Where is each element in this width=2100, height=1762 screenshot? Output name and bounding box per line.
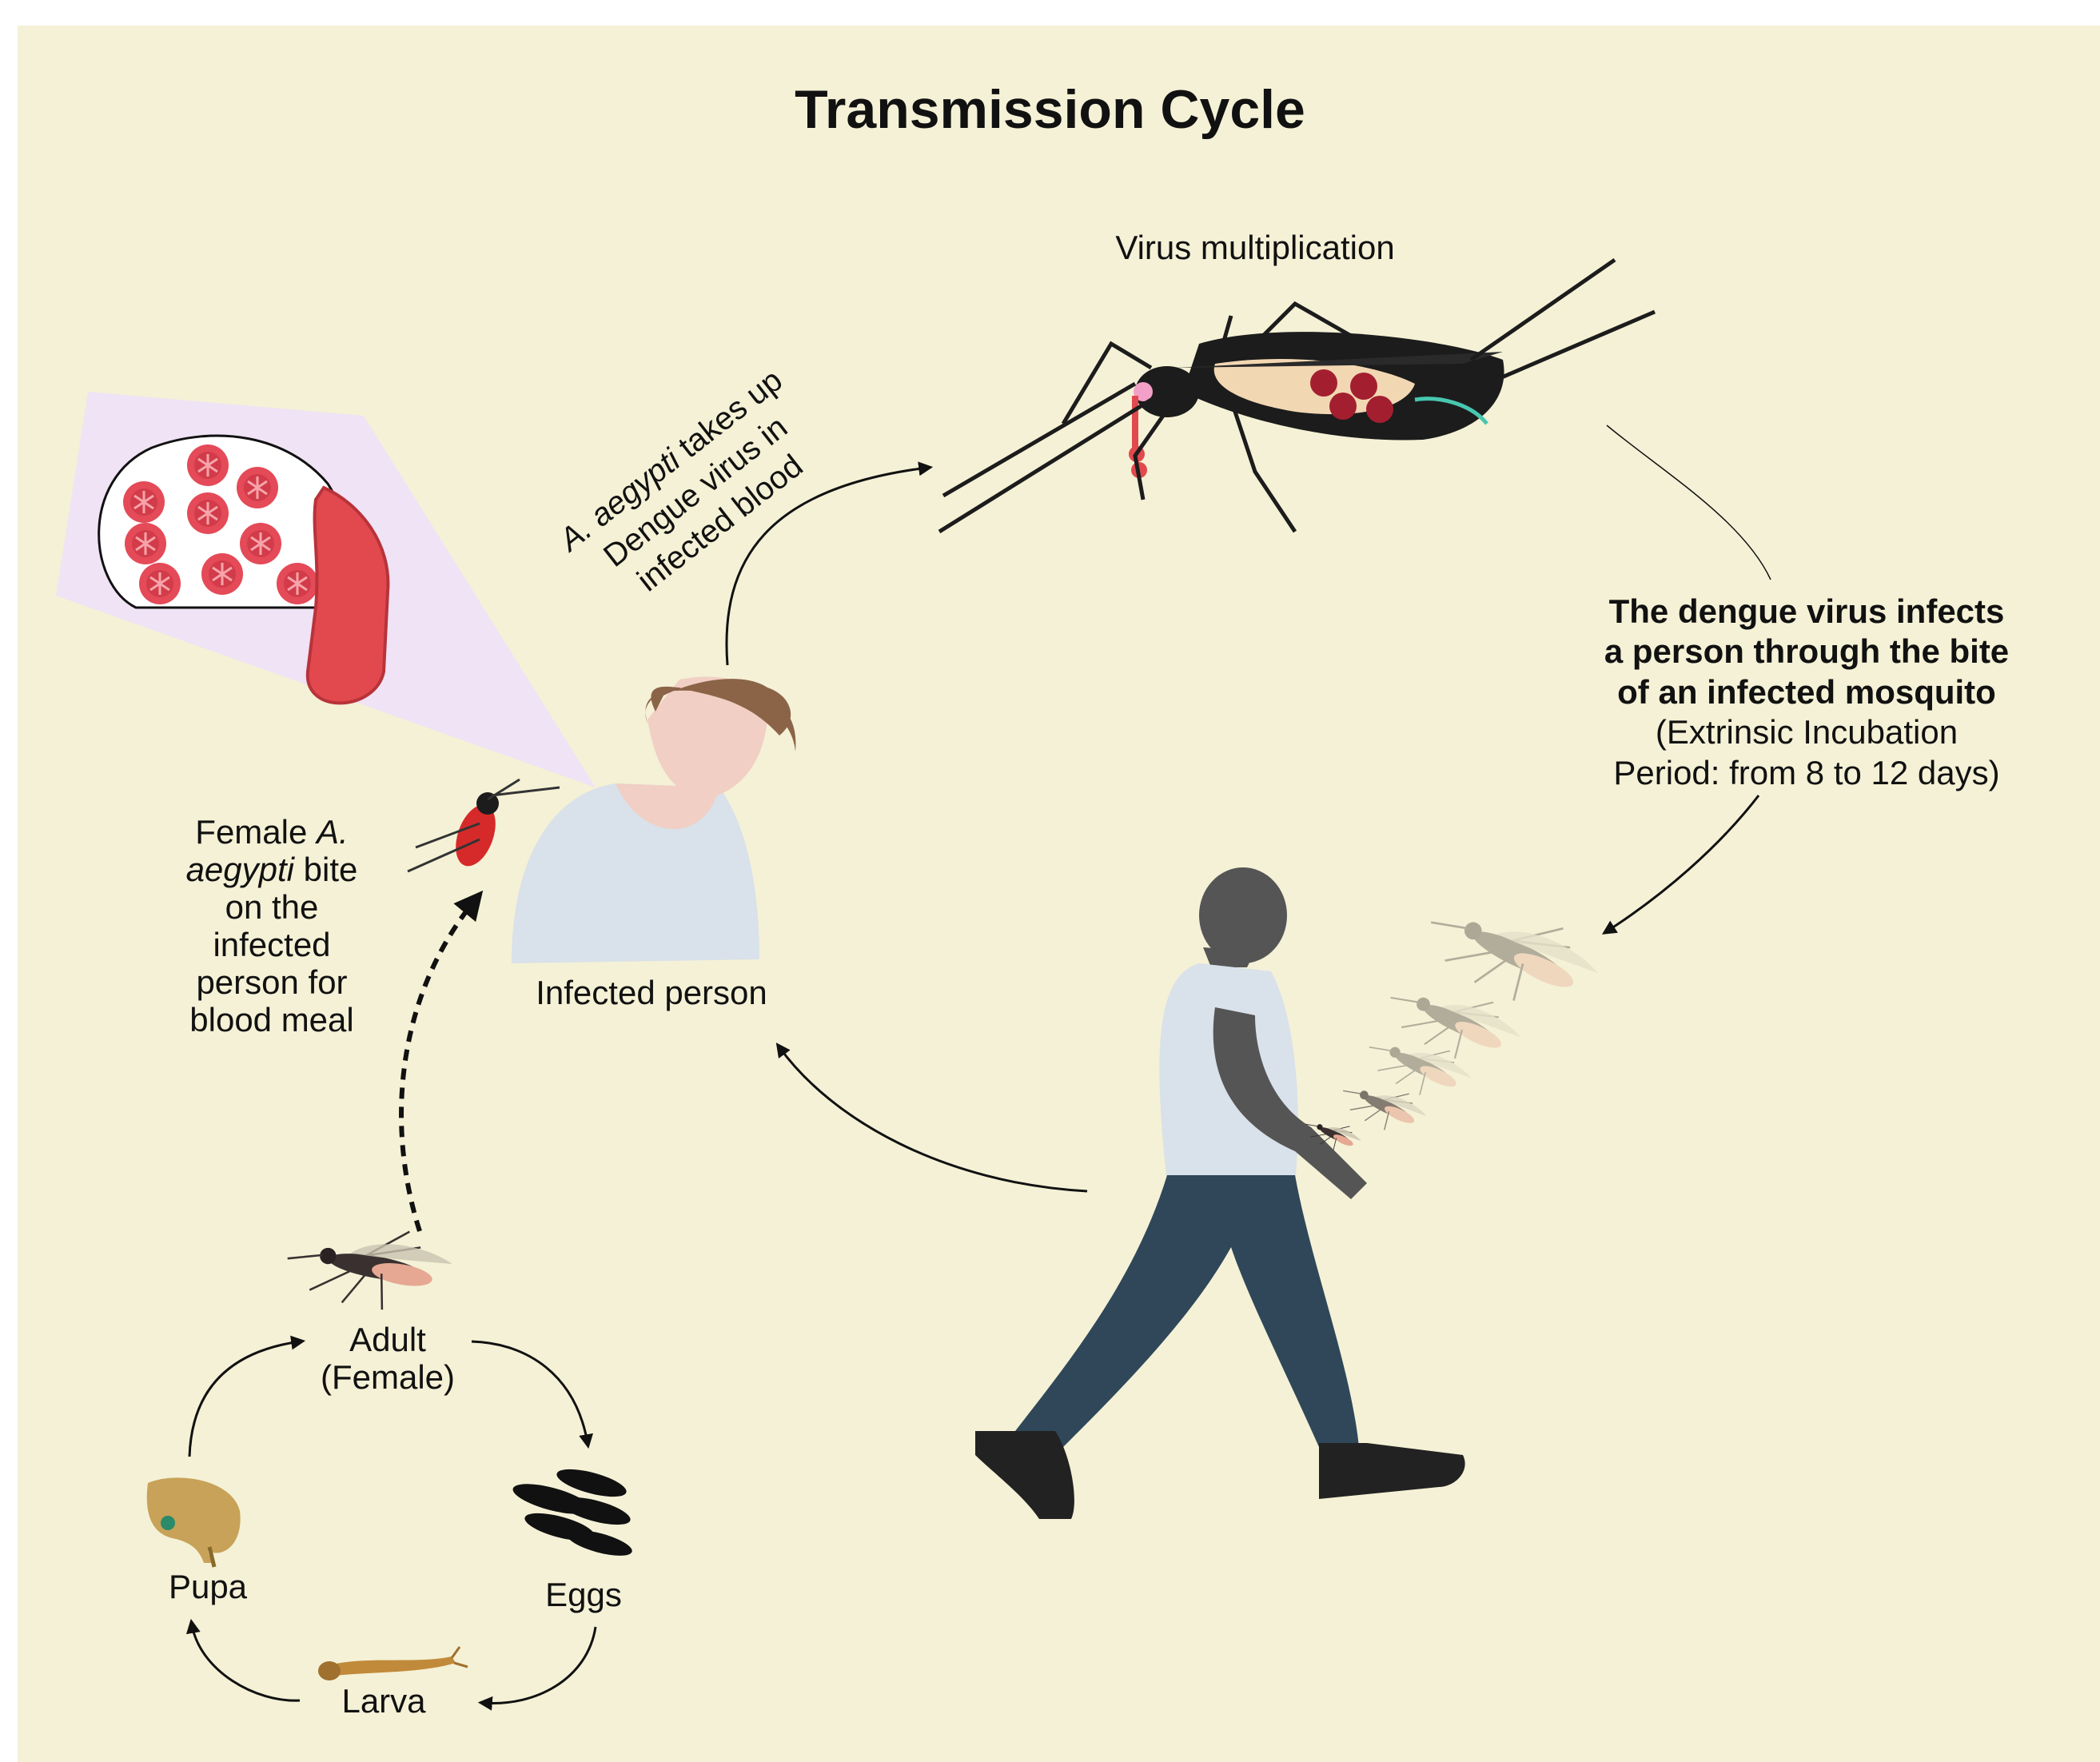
pupa-icon xyxy=(147,1477,241,1567)
infects-line1: The dengue virus infects xyxy=(1535,592,2078,632)
bite-prefix: Female xyxy=(195,813,317,851)
virus-particle-icon xyxy=(139,563,181,604)
infected-person-label: Infected person xyxy=(488,973,815,1013)
virus-multiplication-label: Virus multiplication xyxy=(1039,228,1471,268)
mosquito-icon xyxy=(939,260,1655,532)
larva-icon xyxy=(318,1647,468,1680)
eggs-icon xyxy=(510,1464,635,1561)
magnified-blood-view xyxy=(56,392,596,787)
sick-person-icon xyxy=(512,677,795,963)
bite-species2-italic: aegypti xyxy=(186,851,294,888)
bite-line2-rest: bite xyxy=(294,851,357,888)
female-bite-label: Female A. aegypti bite on the infected p… xyxy=(140,813,404,1038)
virus-particle-icon xyxy=(277,563,318,604)
virus-particle-icon xyxy=(187,444,229,486)
infects-line3: of an infected mosquito xyxy=(1535,672,2078,712)
virus-particle-icon xyxy=(125,523,166,564)
bite-species-italic: A. xyxy=(317,813,349,851)
pupa-label: Pupa xyxy=(128,1567,288,1607)
mosquito-icon xyxy=(281,1212,456,1321)
virus-particle-icon xyxy=(201,553,243,595)
infects-line2: a person through the bite xyxy=(1535,632,2078,672)
bite-line4: infected xyxy=(140,926,404,963)
virus-particle-icon xyxy=(240,523,281,564)
bite-line3: on the xyxy=(140,888,404,926)
larva-label: Larva xyxy=(304,1681,464,1721)
eggs-label: Eggs xyxy=(504,1575,663,1615)
infects-line5: Period: from 8 to 12 days) xyxy=(1535,753,2078,793)
virus-particle-icon xyxy=(237,467,278,508)
infects-line4: (Extrinsic Incubation xyxy=(1535,712,2078,752)
infection-description: The dengue virus infects a person throug… xyxy=(1535,592,2078,793)
bite-line5: person for xyxy=(140,963,404,1001)
virus-particle-icon xyxy=(123,481,165,523)
adult-line1: Adult xyxy=(288,1321,488,1358)
adult-line2: (Female) xyxy=(288,1358,488,1396)
mosquito-icon xyxy=(1360,877,1608,1112)
virus-particle-icon xyxy=(187,492,229,534)
bite-line6: blood meal xyxy=(140,1001,404,1038)
diagram-title: Transmission Cycle xyxy=(0,78,2100,143)
adult-female-label: Adult (Female) xyxy=(288,1321,488,1396)
walking-person-icon xyxy=(975,867,1465,1519)
